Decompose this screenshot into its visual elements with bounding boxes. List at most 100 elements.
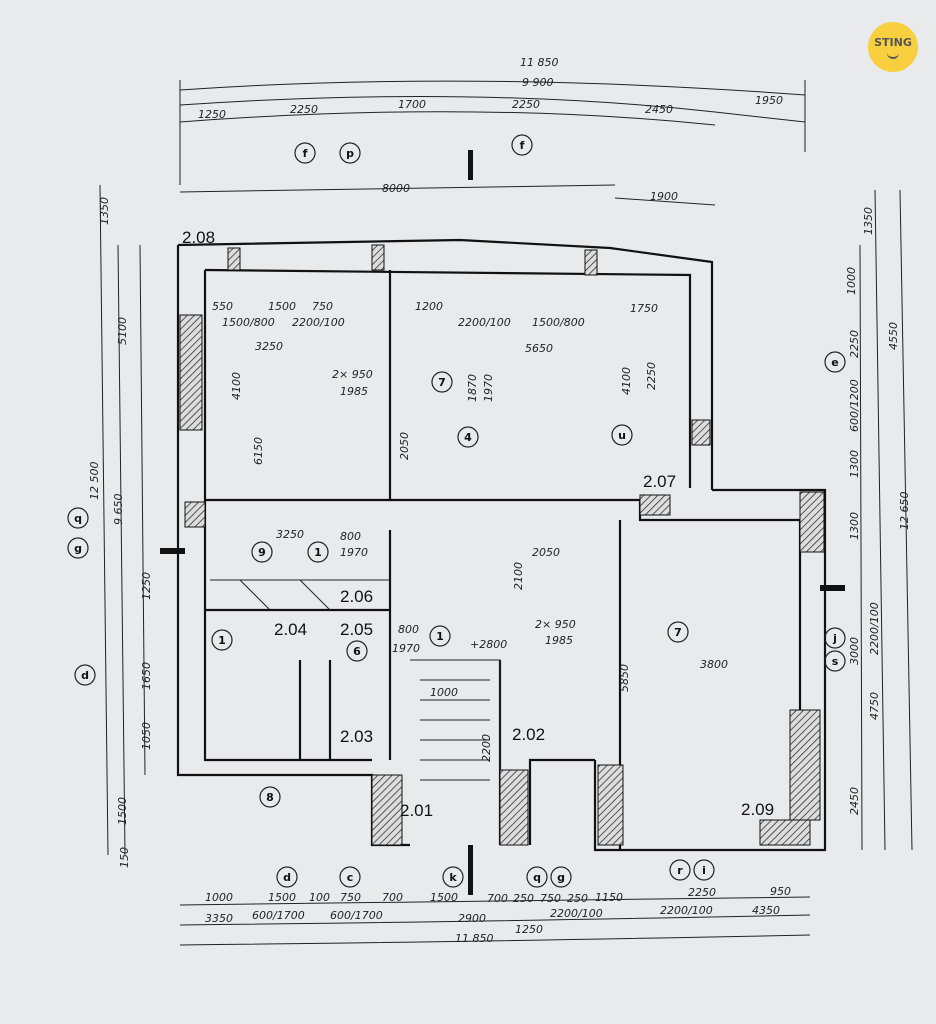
marker-q: q [67,507,89,529]
dimension-label: 2× 950 [332,368,373,381]
side-dimension-lines [99,184,913,856]
dimension-label: u [618,429,626,442]
dimension-label: 750 [340,891,361,904]
marker-4: 4 [457,426,479,448]
room-2-07: 2.07 [643,472,676,491]
dimension-label: 8 [266,791,274,804]
dimension-label: 1500 [268,891,296,904]
marker-j: j [824,627,846,649]
dim-label: 1900 [650,190,678,203]
room-2-02: 2.02 [512,725,545,744]
marker-d: d [74,664,96,686]
room-2-04: 2.04 [274,620,307,639]
dimension-label: 800 [398,623,419,636]
dimension-label: 700 [487,892,508,905]
dimension-label: 4550 [887,322,900,350]
room-2-09: 2.09 [741,800,774,819]
dim-label: 1700 [398,98,426,111]
dimension-label: 9 650 [112,494,125,526]
dimension-label: 2× 950 [535,618,576,631]
dimension-label: 1870 [466,374,479,402]
grid-markers: f p f q g d e j s d c k q g r i 7 4 u 9 … [67,134,846,888]
marker-i: i [693,859,715,881]
dimension-label: 12 500 [88,462,101,501]
dimension-label: 1500 [116,797,129,825]
dimension-label: 5650 [525,342,553,355]
dimension-label: j [832,632,837,645]
top-dimension-labels: 11 850 9 900 1250 2250 1700 2250 2450 19… [198,56,783,203]
dimension-label: 750 [312,300,333,313]
dimension-label: 5850 [618,664,631,692]
dimension-label: 1150 [595,891,623,904]
dimension-label: 2200 [480,734,493,762]
dimension-label: 1000 [430,686,458,699]
marker-k: k [442,866,464,888]
logo-text: STING [874,36,912,49]
dimension-label: 800 [340,530,361,543]
dimension-label: q [74,512,82,525]
dimension-label: 2250 [645,362,658,390]
dimension-label: 250 [567,892,588,905]
dimension-label: 550 [212,300,233,313]
dimension-label: 1750 [630,302,658,315]
dimension-label: 600/1200 [848,379,861,432]
bottom-dimension-labels: 1000 1500 100 750 700 1500 700 250 750 2… [205,885,791,945]
dimension-label: 4100 [620,367,633,395]
dimension-label: 1 [314,546,322,559]
dimension-label: e [831,356,838,369]
dimension-label: 2200/100 [458,316,511,329]
dimension-label: 1650 [140,662,153,690]
dimension-label: 3350 [205,912,233,925]
dimension-label: 2200/100 [660,904,713,917]
dimension-label: f [303,147,308,160]
marker-g: g [550,866,572,888]
dimension-label: 1200 [415,300,443,313]
dimension-label: 6 [353,645,361,658]
dimension-label: 1 [436,630,444,643]
dimension-label: 950 [770,885,791,898]
room-2-08: 2.08 [182,228,215,247]
dimension-label: 1970 [340,546,368,559]
marker-f: f [294,142,316,164]
dimension-label: d [283,871,291,884]
dimension-label: 1985 [545,634,573,647]
dim-label: 1250 [198,108,226,121]
dimension-label: k [449,871,457,884]
dimension-label: 150 [118,847,131,868]
left-dimension-labels: 1350 5100 12 500 9 650 1250 1650 1050 15… [88,197,153,868]
dimension-label: 1970 [482,374,495,402]
dimension-label: q [533,871,541,884]
dimension-label: 5100 [116,317,129,345]
dimension-label: d [81,669,89,682]
marker-q: q [526,866,548,888]
dimension-label: 2200/100 [292,316,345,329]
dimension-label: 2100 [512,562,525,590]
dimension-label: 1300 [848,512,861,540]
dimension-label: 600/1700 [330,909,383,922]
dimension-label: 750 [540,892,561,905]
dimension-label: +2800 [470,638,507,651]
marker-9: 9 [251,541,273,563]
dimension-label: 1970 [392,642,420,655]
marker-1: 1 [211,629,233,651]
dim-total-width: 11 850 [520,56,559,69]
room-2-01: 2.01 [400,801,433,820]
dimension-label: 1000 [845,267,858,295]
dimension-label: 600/1700 [252,909,305,922]
walls [160,150,845,895]
dimension-label: s [832,655,839,668]
dimension-label: 2900 [458,912,486,925]
dimension-label: 1500/800 [532,316,585,329]
room-labels: 2.01 2.02 2.03 2.04 2.05 2.06 2.07 2.08 … [182,228,774,820]
sting-logo: STING [868,22,918,72]
dimension-label: 1500/800 [222,316,275,329]
dimension-label: 2050 [532,546,560,559]
dimension-label: 2050 [398,432,411,460]
top-dimension-lines [179,80,806,206]
dimension-label: 7 [674,626,682,639]
marker-r: r [669,859,691,881]
dimension-label: 2200/100 [868,602,881,655]
marker-7: 7 [667,621,689,643]
marker-f: f [511,134,533,156]
dimension-label: 2250 [688,886,716,899]
